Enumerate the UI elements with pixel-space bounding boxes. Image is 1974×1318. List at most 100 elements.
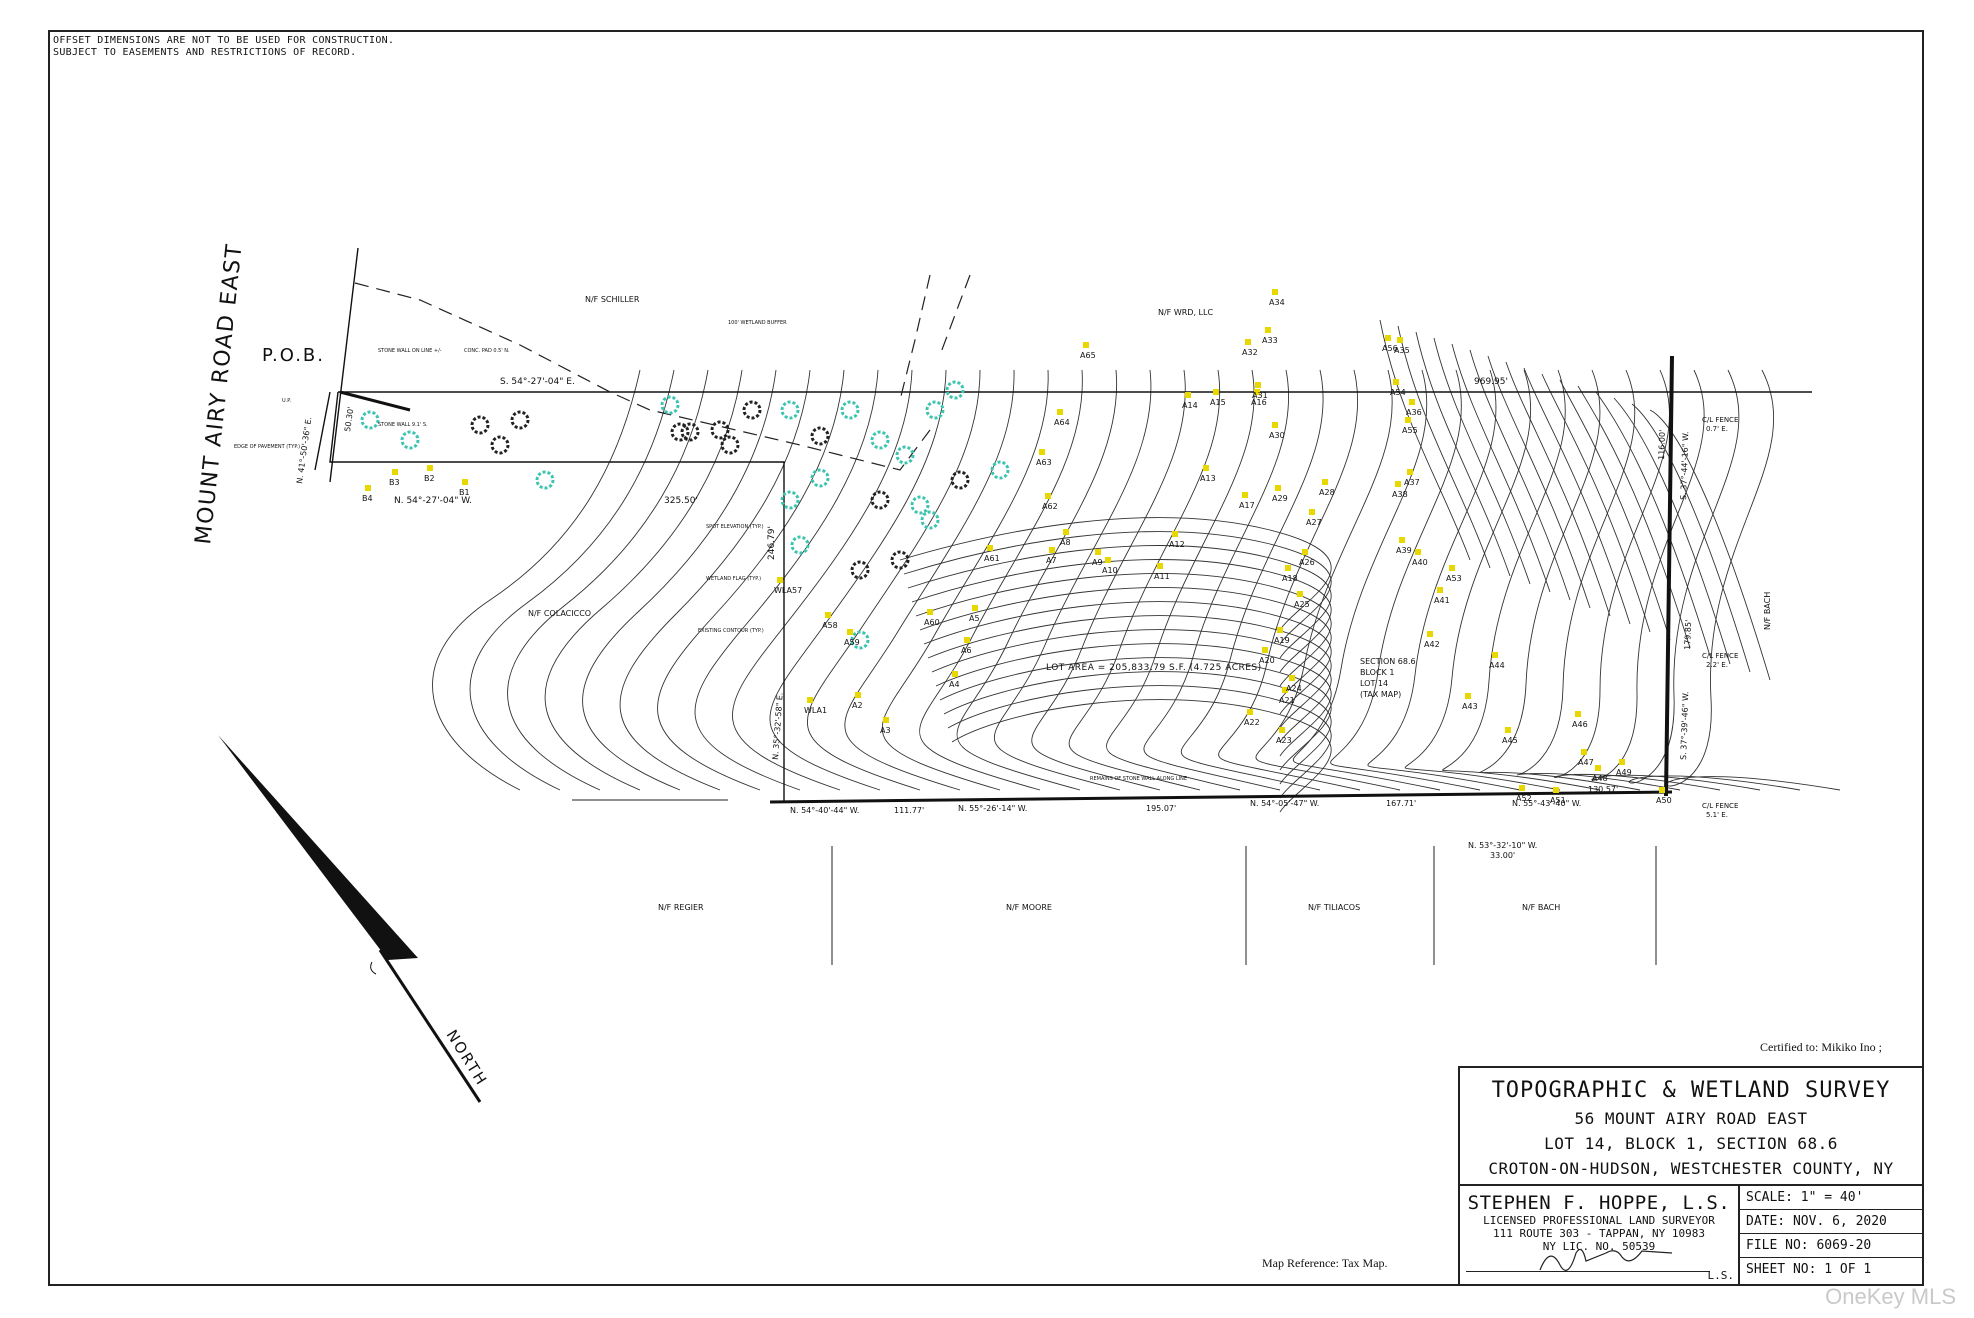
wetland-flag-label: A20 [1259,656,1275,665]
contour-line [943,671,1332,785]
wetland-flag-label: A56 [1382,344,1398,353]
contour-line [1218,369,1361,791]
tree-icon [742,400,762,420]
wetland-flag-icon [1595,765,1601,771]
tree-icon [945,380,965,400]
wetland-flag-icon [1385,335,1391,341]
tree-icon [660,395,680,415]
contour-line [927,615,1332,729]
wetland-flag-icon [1309,509,1315,515]
contour-line [899,517,1332,631]
survey-town: CROTON-ON-HUDSON, WESTCHESTER COUNTY, NY [1488,1159,1894,1178]
survey-lot: LOT 14, BLOCK 1, SECTION 68.6 [1544,1134,1838,1153]
contour-line [907,545,1332,659]
wetland-flag-label: A53 [1446,574,1462,583]
contour-line [1613,397,1731,665]
tree-icon [670,422,690,442]
contour-line [1479,369,1641,791]
north-line-distance: 969.95' [1474,377,1508,387]
wetland-flag-label: WLA57 [774,586,802,595]
wetland-flag-icon [987,545,993,551]
date-cell: DATE: NOV. 6, 2020 [1740,1210,1922,1234]
contour-line [956,369,1118,791]
surveyor-block: STEPHEN F. HOPPE, L.S. LICENSED PROFESSI… [1460,1186,1740,1284]
wetland-flag-label: A26 [1299,558,1315,567]
watermark: OneKey MLS [1825,1284,1956,1309]
wetland-flag-icon [1405,417,1411,423]
wetland-flag-icon [1395,481,1401,487]
contour-line [1442,369,1601,791]
wetland-flag-icon [1262,647,1268,653]
contour-line [1487,355,1591,609]
tree-symbols [360,380,1010,650]
tree-icon [840,400,860,420]
wetland-flag-icon [1275,485,1281,491]
contour-line [919,369,1083,791]
tree-icon [920,510,940,530]
contour-line [947,685,1332,799]
wetland-flag-icon [1185,392,1191,398]
tree-icon [780,490,800,510]
wetland-flag-label: A36 [1406,408,1422,417]
survey-address: 56 MOUNT AIRY ROAD EAST [1574,1109,1808,1128]
signature-line [1466,1271,1710,1272]
wetland-flag-label: A39 [1396,546,1412,555]
surveyor-lic-no: NY LIC. NO. 50539 [1542,1240,1656,1253]
wetland-flag-icon [392,469,398,475]
fence-3-value: 5.1' E. [1706,811,1728,819]
wetland-flag-icon [927,609,933,615]
wetland-flag-icon [1393,379,1399,385]
wetland-flag-label: A41 [1434,596,1450,605]
wetland-flag-icon [1492,652,1498,658]
south2-bearing: N. 55°-26'-14" W. [958,804,1027,813]
contour-line [619,369,811,791]
wetland-flag-icon [427,465,433,471]
contour-line [469,369,675,791]
front-distance: 50.30' [343,406,355,432]
wetland-flag-label: A25 [1294,600,1310,609]
stone-wall-callout: STONE WALL ON LINE +/- [378,348,442,354]
neighbor-schiller: N/F SCHILLER [585,295,640,304]
wetland-flag-label: A64 [1054,418,1070,427]
wetland-flag-label: A22 [1244,718,1260,727]
wetland-flag-icon [1397,337,1403,343]
note-line-2: SUBJECT TO EASEMENTS AND RESTRICTIONS OF… [53,47,357,58]
contour-line [1665,369,1841,791]
south5-bearing: N. 53°-32'-10" W. [1468,841,1537,850]
wetland-flag-label: A38 [1392,490,1408,499]
contour-line [507,369,709,791]
tax-map-section: SECTION 68.6 [1360,657,1416,666]
title-block-main: TOPOGRAPHIC & WETLAND SURVEY 56 MOUNT AI… [1460,1068,1922,1186]
surveyor-address: 111 ROUTE 303 - TAPPAN, NY 10983 [1493,1227,1705,1240]
wetland-flag-label: A13 [1200,474,1216,483]
wetland-flag-label: A48 [1592,774,1608,783]
contour-line [1469,349,1571,601]
north-arrow [218,735,482,1103]
surveyor-license: LICENSED PROFESSIONAL LAND SURVEYOR [1483,1214,1715,1227]
neighbor-bach-south: N/F BACH [1522,903,1560,912]
wetland-flag-icon [1409,399,1415,405]
north-line-bearing: S. 54°-27'-04" E. [500,377,575,387]
stone-wall-2-callout: STONE WALL 9.1' S. [378,422,428,428]
wetland-flag-icon [883,717,889,723]
east-property-line [1664,355,1674,797]
contour-line [935,643,1332,757]
tree-icon [850,630,870,650]
wetland-flag-label: A14 [1182,401,1198,410]
wetland-flag-icon [1302,549,1308,555]
wetland-flag-icon [1265,327,1271,333]
south-property-line [769,790,1673,804]
contour-line [939,657,1332,771]
contour-line [1143,369,1290,791]
property-boundary [329,355,1812,804]
contour-line [432,369,641,791]
wetland-flag-icon [1277,627,1283,633]
fence-3-label: C/L FENCE [1702,802,1738,810]
contour-line [931,629,1332,743]
wetland-flag-icon [1172,531,1178,537]
wetland-flag-icon [1255,382,1261,388]
wetland-flag-label: A11 [1154,572,1170,581]
contour-line [881,369,1049,791]
wetland-flag-label: A18 [1282,574,1298,583]
